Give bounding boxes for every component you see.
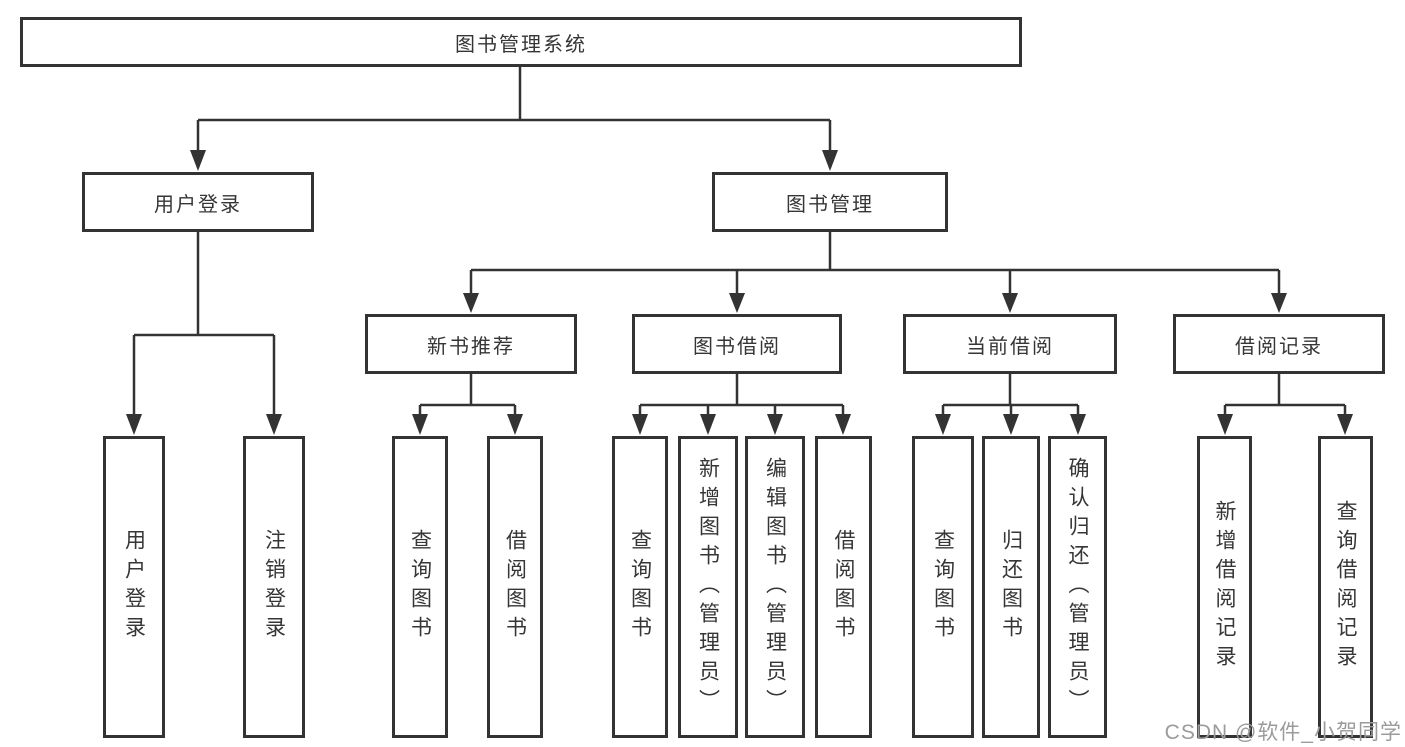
arrowhead (507, 414, 523, 435)
node-current-borrowing: 当前借阅 (903, 314, 1117, 374)
arrowhead (822, 150, 838, 171)
leaf-query-books-newrec: 查询图书 (392, 436, 448, 738)
node-book-borrowing: 图书借阅 (632, 314, 842, 374)
arrowhead (1271, 293, 1287, 313)
arrowhead (412, 414, 428, 435)
arrowhead (835, 414, 851, 435)
arrowhead (126, 414, 142, 435)
leaf-logout: 注销登录 (243, 436, 305, 738)
arrowhead (729, 293, 745, 313)
arrowhead (190, 150, 206, 171)
arrowhead (1002, 293, 1018, 313)
arrowhead (767, 414, 783, 435)
arrowhead (1337, 414, 1353, 435)
node-borrowing-records: 借阅记录 (1173, 314, 1385, 374)
leaf-confirm-return-admin: 确认归还（管理员） (1048, 436, 1107, 738)
arrowhead (632, 414, 648, 435)
leaf-query-borrowing-record: 查询借阅记录 (1318, 436, 1373, 738)
arrowhead (1003, 414, 1019, 435)
leaf-return-book: 归还图书 (982, 436, 1040, 738)
arrowhead (1217, 414, 1233, 435)
leaf-user-login: 用户登录 (103, 436, 165, 738)
arrowhead (935, 414, 951, 435)
arrowhead (463, 293, 479, 313)
leaf-add-book-admin: 新增图书（管理员） (678, 436, 738, 738)
arrowhead (700, 414, 716, 435)
node-library-management-system: 图书管理系统 (20, 17, 1022, 67)
node-new-book-recommendation: 新书推荐 (365, 314, 577, 374)
leaf-query-books-current: 查询图书 (912, 436, 974, 738)
arrowhead (1070, 414, 1086, 435)
csdn-watermark: CSDN @软件_小贺同学 (1164, 721, 1402, 744)
leaf-query-books-borrow: 查询图书 (612, 436, 668, 738)
leaf-borrow-books-borrow: 借阅图书 (815, 436, 872, 738)
arrowhead (266, 414, 282, 435)
leaf-borrow-books-newrec: 借阅图书 (487, 436, 543, 738)
leaf-add-borrowing-record: 新增借阅记录 (1197, 436, 1252, 738)
node-user-login: 用户登录 (82, 172, 314, 232)
node-book-management: 图书管理 (712, 172, 948, 232)
leaf-edit-book-admin: 编辑图书（管理员） (745, 436, 805, 738)
arrowheads (126, 150, 1353, 435)
